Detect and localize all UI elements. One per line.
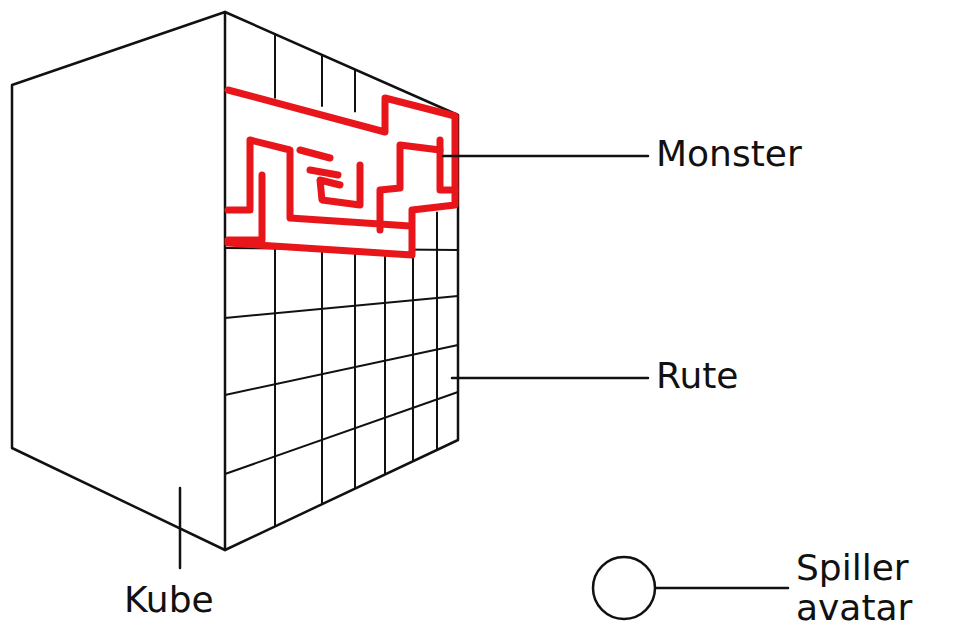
grid-line: [321, 249, 323, 504]
grid-line: [321, 55, 323, 107]
leader-line: [452, 377, 648, 380]
grid-line: [274, 248, 276, 526]
monster-maze: [228, 90, 458, 255]
part-label: Kube: [124, 580, 264, 620]
grid-line: [225, 296, 458, 318]
leader-line: [179, 488, 182, 568]
grid-line: [354, 69, 356, 112]
player-avatar-circle: [593, 557, 655, 619]
grid-line: [274, 34, 276, 98]
leader-line: [656, 587, 788, 590]
route-grid: [225, 34, 458, 526]
grid-line: [384, 249, 386, 474]
part-label: Spiller avatar: [796, 548, 961, 628]
part-label: Monster: [656, 134, 916, 174]
grid-line: [225, 345, 458, 395]
grid-line: [354, 249, 356, 489]
part-label: Rute: [656, 356, 856, 396]
cube-right-face: [225, 12, 458, 550]
grid-line: [436, 212, 438, 450]
grid-line: [225, 392, 458, 474]
leader-line: [443, 155, 648, 158]
cube-left-face: [12, 12, 225, 550]
